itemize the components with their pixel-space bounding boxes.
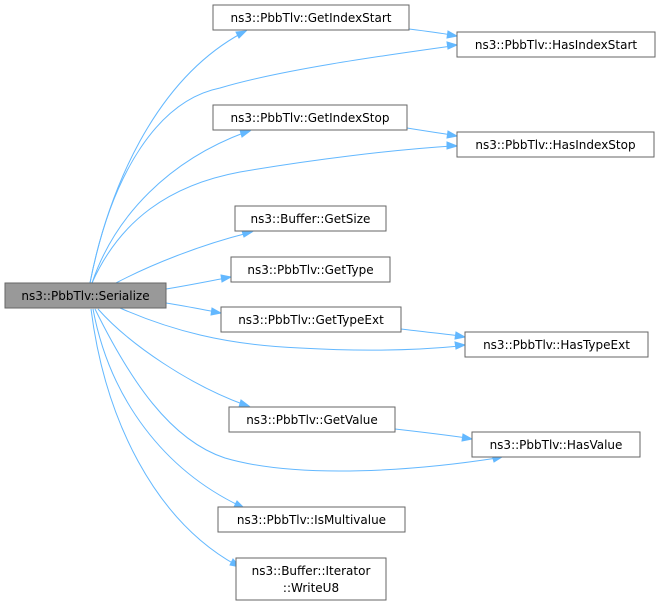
edge-get-index-stop-to-has-index-stop [406, 127, 459, 139]
node-get-type[interactable]: ns3::PbbTlv::GetType [230, 256, 391, 283]
node-get-type-ext[interactable]: ns3::PbbTlv::GetTypeExt [220, 306, 402, 333]
edge-serialize-to-has-index-start [89, 41, 459, 284]
edge-get-index-start-to-has-index-start [408, 28, 459, 39]
edge-get-type-ext-to-has-type-ext [400, 328, 467, 340]
node-buffer-iterator-write-u8[interactable]: ns3::Buffer::Iterator ::WriteU8 [235, 557, 387, 601]
node-get-index-start-label: ns3::PbbTlv::GetIndexStart [231, 11, 392, 25]
node-has-index-stop-label: ns3::PbbTlv::HasIndexStop [475, 138, 635, 152]
node-serialize[interactable]: ns3::PbbTlv::Serialize [4, 282, 167, 309]
node-buffer-get-size[interactable]: ns3::Buffer::GetSize [234, 205, 387, 232]
node-get-index-start[interactable]: ns3::PbbTlv::GetIndexStart [212, 4, 410, 31]
node-get-type-ext-label: ns3::PbbTlv::GetTypeExt [238, 313, 384, 327]
node-is-multivalue[interactable]: ns3::PbbTlv::IsMultivalue [217, 506, 406, 533]
edge-get-value-to-has-value [394, 428, 474, 442]
node-has-type-ext-label: ns3::PbbTlv::HasTypeExt [483, 338, 630, 352]
node-buffer-get-size-label: ns3::Buffer::GetSize [251, 212, 371, 226]
node-get-index-stop-label: ns3::PbbTlv::GetIndexStop [231, 111, 390, 125]
node-has-index-stop[interactable]: ns3::PbbTlv::HasIndexStop [456, 131, 655, 158]
node-get-type-label: ns3::PbbTlv::GetType [247, 263, 373, 277]
node-has-type-ext[interactable]: ns3::PbbTlv::HasTypeExt [464, 331, 649, 358]
edge-serialize-to-has-type-ext [119, 307, 467, 351]
edge-serialize-to-is-multivalue [92, 308, 246, 509]
edge-serialize-to-get-type-ext [165, 302, 223, 316]
node-get-value[interactable]: ns3::PbbTlv::GetValue [228, 406, 396, 433]
node-get-index-stop[interactable]: ns3::PbbTlv::GetIndexStop [212, 104, 408, 131]
node-is-multivalue-label: ns3::PbbTlv::IsMultivalue [237, 513, 386, 527]
call-nodes: ns3::PbbTlv::Serialize ns3::PbbTlv::GetI… [4, 4, 656, 601]
edge-serialize-to-has-index-stop [91, 141, 459, 284]
node-write-u8-label-line2: ::WriteU8 [283, 581, 339, 595]
node-has-value-label: ns3::PbbTlv::HasValue [490, 438, 623, 452]
node-write-u8-label-line1: ns3::Buffer::Iterator [252, 564, 371, 578]
edge-serialize-to-get-index-stop [91, 129, 252, 284]
edge-serialize-to-buffer-get-size [115, 230, 254, 284]
node-get-value-label: ns3::PbbTlv::GetValue [246, 413, 378, 427]
node-has-index-start[interactable]: ns3::PbbTlv::HasIndexStart [456, 31, 656, 58]
node-has-value[interactable]: ns3::PbbTlv::HasValue [471, 431, 641, 458]
node-serialize-label: ns3::PbbTlv::Serialize [21, 289, 149, 303]
node-has-index-start-label: ns3::PbbTlv::HasIndexStart [475, 38, 638, 52]
edge-serialize-to-get-type [165, 274, 233, 290]
